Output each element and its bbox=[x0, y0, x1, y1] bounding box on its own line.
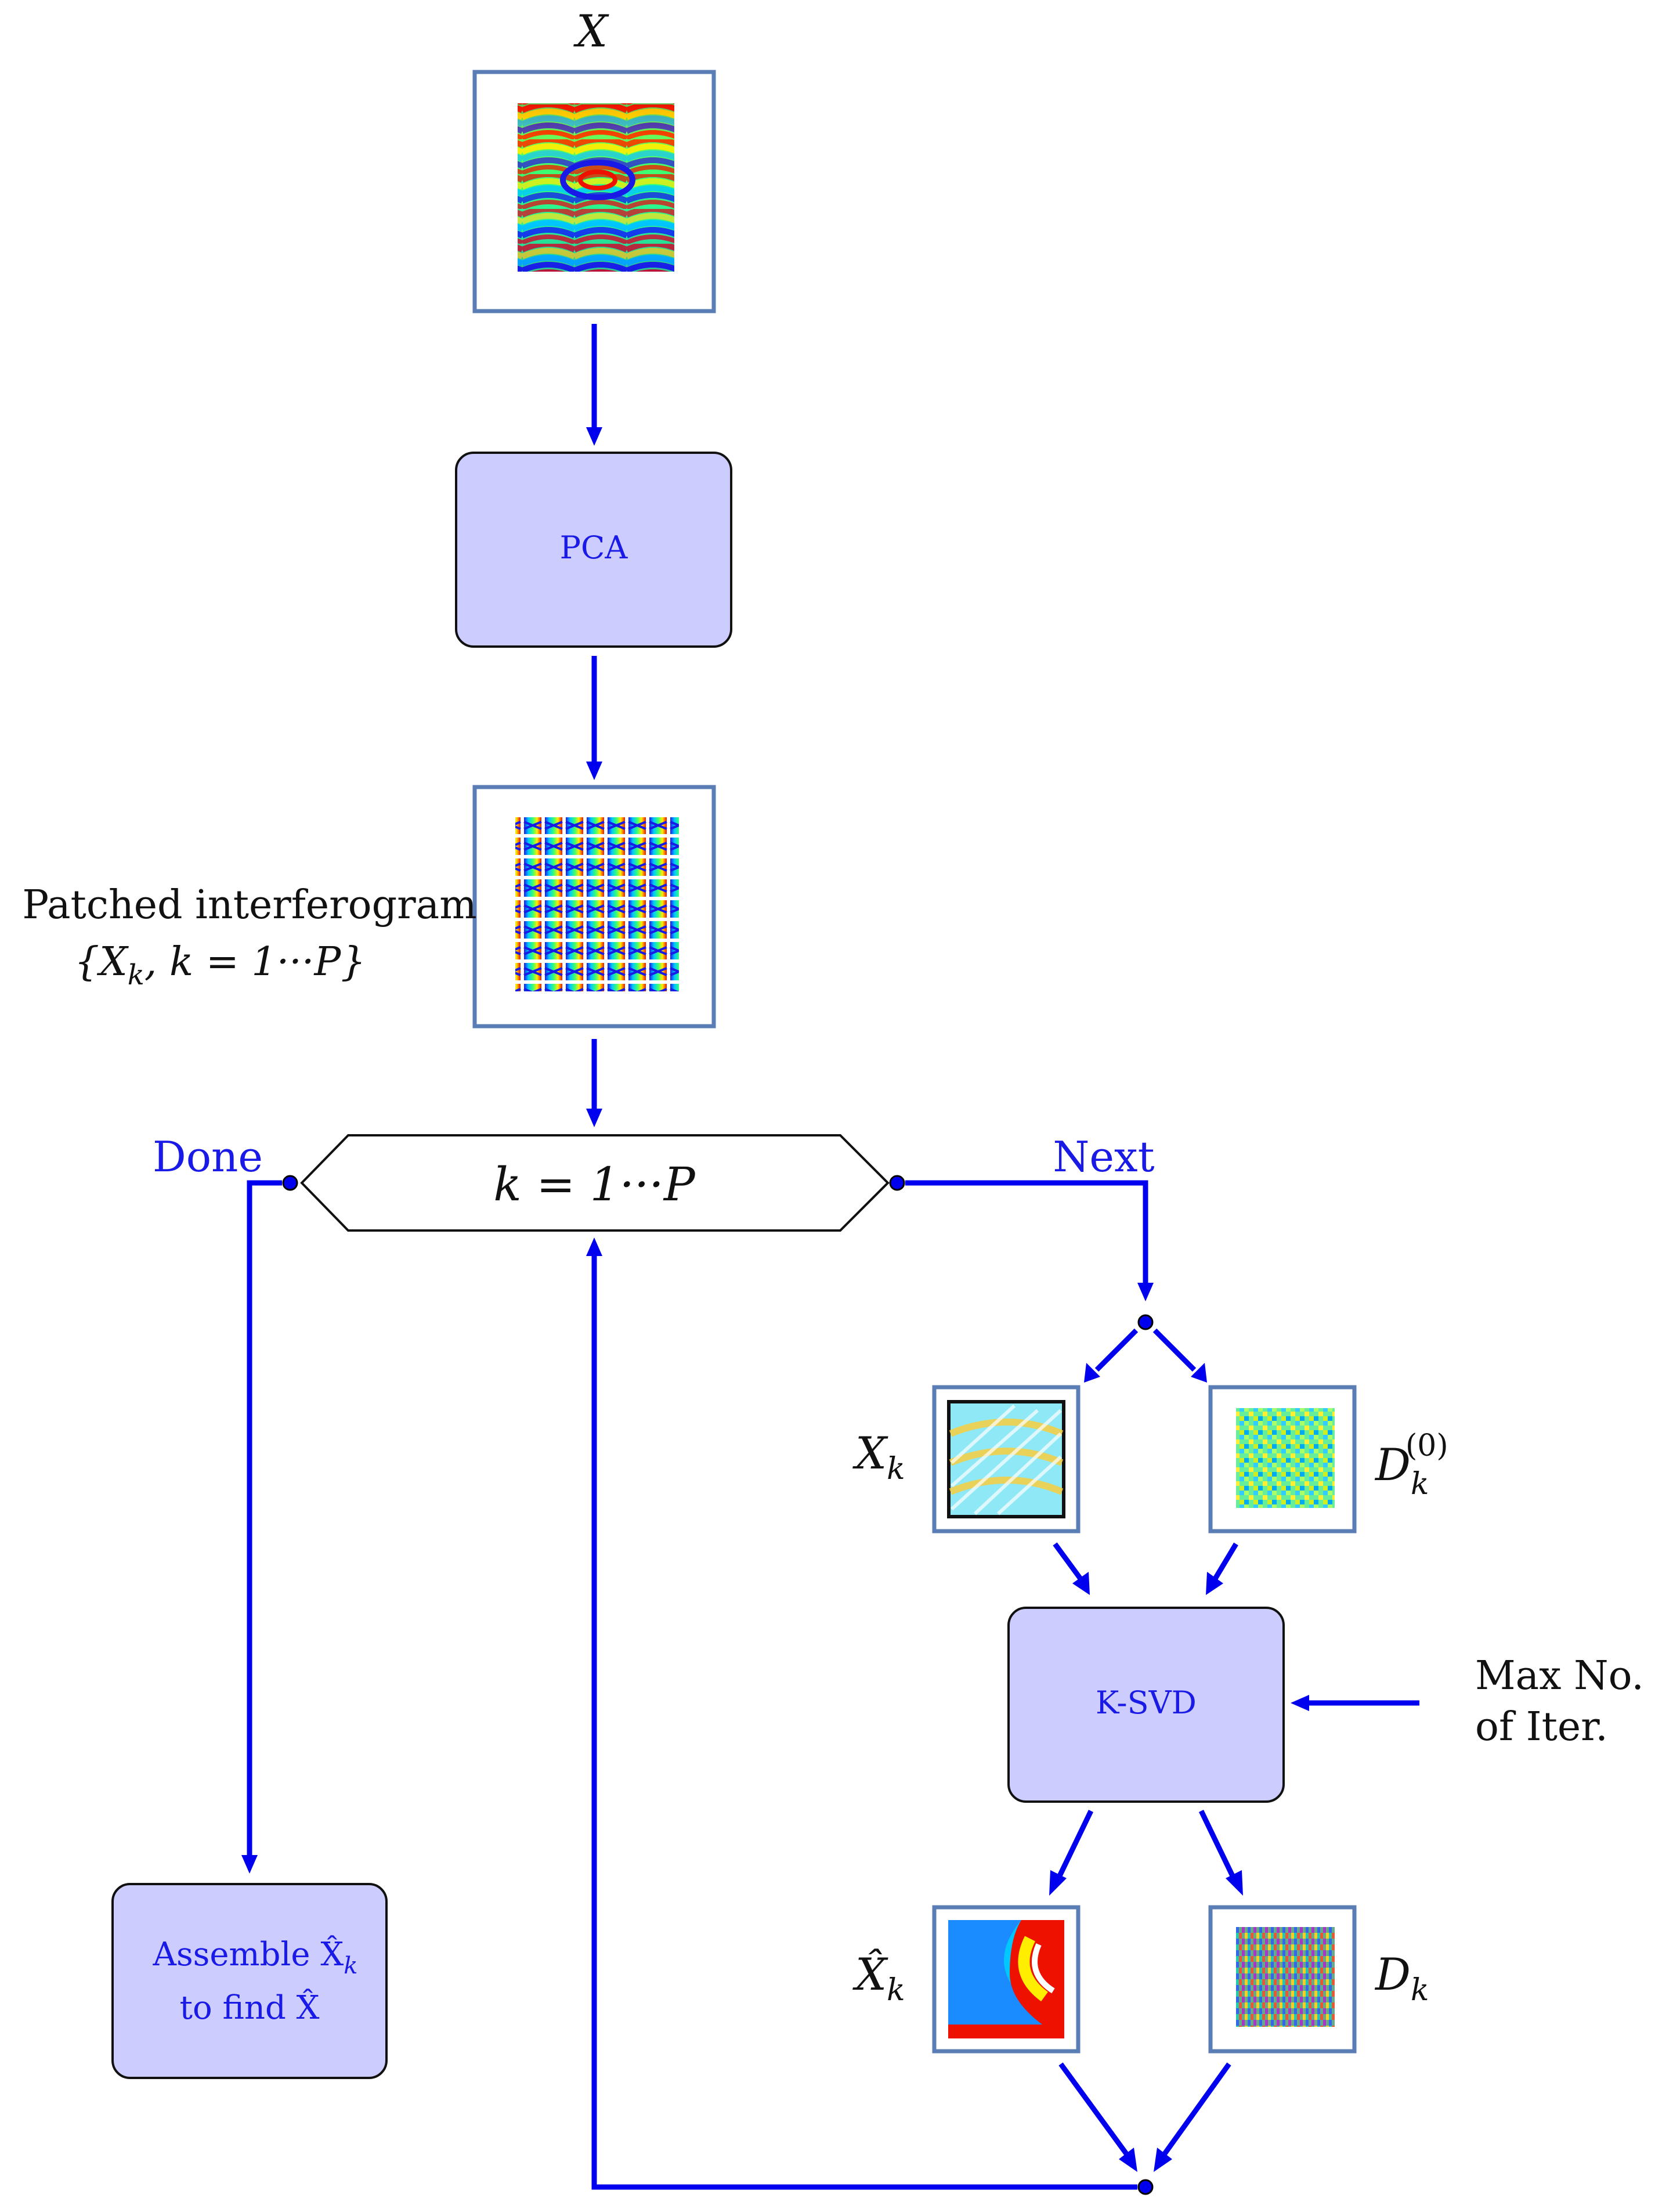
arrow-dk0-to-ksvd bbox=[1213, 1542, 1238, 1580]
dk-dictionary-frame bbox=[1208, 1905, 1357, 2054]
svg-text:Dk: Dk bbox=[1374, 1439, 1429, 1502]
xk-patch-frame bbox=[932, 1385, 1081, 1533]
arrow-split-to-xk bbox=[1094, 1328, 1139, 1372]
arrow-split-to-dk0 bbox=[1152, 1328, 1197, 1372]
arrow-ksvd-to-dk bbox=[1198, 1810, 1235, 1877]
assemble-line2: to find X̂ bbox=[180, 1988, 320, 2027]
arrowhead-loop-back bbox=[586, 1237, 602, 1256]
patched-label-line2: {Xk, k = 1···P} bbox=[74, 939, 366, 991]
next-label: Next bbox=[1053, 1132, 1154, 1181]
merge-dot bbox=[1137, 2179, 1154, 2195]
arrow-xhat-to-merge bbox=[1058, 2062, 1129, 2156]
svg-text:X̂k: X̂k bbox=[852, 1948, 905, 2008]
xhat-patch-frame bbox=[932, 1905, 1081, 2054]
arrowhead-maxiter bbox=[1291, 1695, 1309, 1711]
arrowhead-split bbox=[1137, 1283, 1154, 1301]
svg-text:Assemble X̂k: Assemble X̂k bbox=[153, 1935, 358, 1979]
next-connector-dot bbox=[889, 1175, 905, 1191]
arrowhead-xk bbox=[1084, 1363, 1100, 1383]
dk0-label: Dk (0) bbox=[1374, 1428, 1448, 1502]
loop-back-path bbox=[591, 1254, 1137, 2190]
pca-label: PCA bbox=[560, 529, 628, 566]
arrow-dk-to-merge bbox=[1162, 2062, 1231, 2156]
patched-label-line1: Patched interferogram bbox=[22, 882, 476, 928]
arrow-ksvd-to-xhat bbox=[1057, 1810, 1094, 1877]
arrowhead-xhat bbox=[1049, 1870, 1067, 1896]
max-iter-line1: Max No. bbox=[1475, 1653, 1644, 1699]
arrowhead-patches bbox=[586, 762, 602, 780]
patched-interferogram-frame bbox=[472, 785, 716, 1029]
svg-text:{Xk, k = 1···P}: {Xk, k = 1···P} bbox=[74, 939, 366, 991]
pca-box: PCA bbox=[455, 452, 732, 648]
next-path bbox=[905, 1180, 1148, 1285]
svg-text:Dk: Dk bbox=[1374, 1948, 1429, 2008]
split-dot bbox=[1137, 1314, 1154, 1330]
done-connector-dot bbox=[282, 1175, 298, 1191]
input-x-label: X bbox=[573, 5, 609, 57]
svg-text:(0): (0) bbox=[1405, 1428, 1448, 1463]
xk-label: Xk bbox=[852, 1427, 905, 1486]
assemble-box: Assemble X̂k to find X̂ bbox=[111, 1883, 388, 2079]
loop-hexagon: k = 1···P bbox=[300, 1134, 890, 1232]
ksvd-label: K-SVD bbox=[1096, 1684, 1197, 1721]
arrowhead-ksvd-right bbox=[1206, 1572, 1223, 1595]
xhat-label: X̂k bbox=[852, 1948, 905, 2008]
arrowhead-loop bbox=[586, 1109, 602, 1127]
arrowhead-merge-right bbox=[1154, 2148, 1172, 2172]
arrowhead-ksvd-left bbox=[1072, 1572, 1090, 1595]
dk0-dictionary-frame bbox=[1208, 1385, 1357, 1533]
input-interferogram-frame bbox=[472, 70, 716, 313]
arrowhead-pca bbox=[586, 427, 602, 446]
arrow-xk-to-ksvd bbox=[1053, 1542, 1083, 1580]
done-path bbox=[247, 1180, 282, 1857]
done-label: Done bbox=[153, 1132, 263, 1181]
dk-label: Dk bbox=[1374, 1948, 1429, 2008]
svg-text:Xk: Xk bbox=[852, 1427, 905, 1486]
arrowhead-assemble bbox=[241, 1855, 258, 1874]
ksvd-box: K-SVD bbox=[1007, 1607, 1285, 1803]
max-iter-line2: of Iter. bbox=[1475, 1704, 1608, 1750]
loop-label: k = 1···P bbox=[493, 1157, 696, 1211]
arrowhead-dk0 bbox=[1191, 1363, 1207, 1383]
arrowhead-merge-left bbox=[1119, 2148, 1137, 2172]
arrowhead-dk bbox=[1226, 1870, 1243, 1896]
